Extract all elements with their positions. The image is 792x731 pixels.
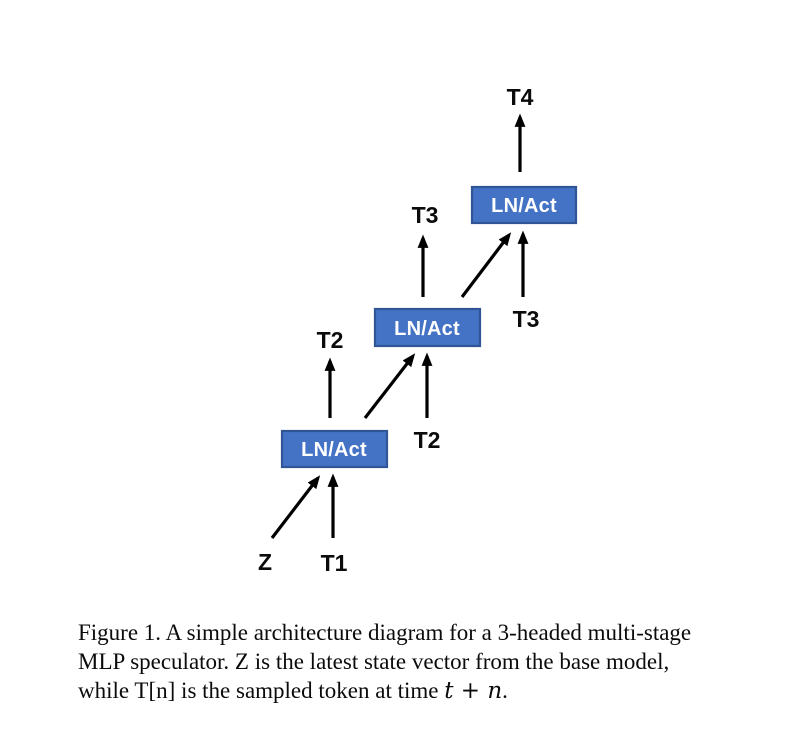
label-t2-input: T2: [414, 427, 441, 453]
caption-line-3-text: while T[n] is the sampled token at time: [78, 678, 445, 703]
label-t4: T4: [507, 84, 534, 110]
caption-line-2: MLP speculator. Z is the latest state ve…: [78, 649, 670, 674]
arrow-stage2-to-stage3: [460, 232, 512, 298]
label-z: Z: [258, 549, 272, 575]
lnact-box-stage2-label: LN/Act: [394, 318, 460, 340]
lnact-box-stage1: [280, 429, 389, 469]
caption-line-3-period: .: [502, 678, 508, 703]
arrow-stage1-to-stage2: [363, 353, 416, 419]
label-t3-output: T3: [412, 202, 439, 228]
caption-line-1: Figure 1. A simple architecture diagram …: [78, 620, 692, 645]
label-t1: T1: [321, 550, 348, 576]
caption-line-3-math: t + n: [444, 678, 503, 704]
caption-line-3: while T[n] is the sampled token at time …: [78, 676, 754, 706]
lnact-box-stage2: [373, 307, 482, 348]
lnact-box-stage3: [470, 185, 578, 225]
lnact-box-stage1-label: LN/Act: [301, 439, 367, 461]
architecture-diagram: LN/Act LN/Act LN/Act Z T1 T2 T2 T3 T3 T4: [258, 84, 578, 576]
figure-caption: Figure 1. A simple architecture diagram …: [78, 618, 754, 706]
label-t2-output: T2: [317, 327, 344, 353]
arrow-z-to-stage1: [270, 475, 321, 539]
lnact-box-stage3-label: LN/Act: [491, 195, 557, 217]
label-t3-input: T3: [513, 306, 540, 332]
